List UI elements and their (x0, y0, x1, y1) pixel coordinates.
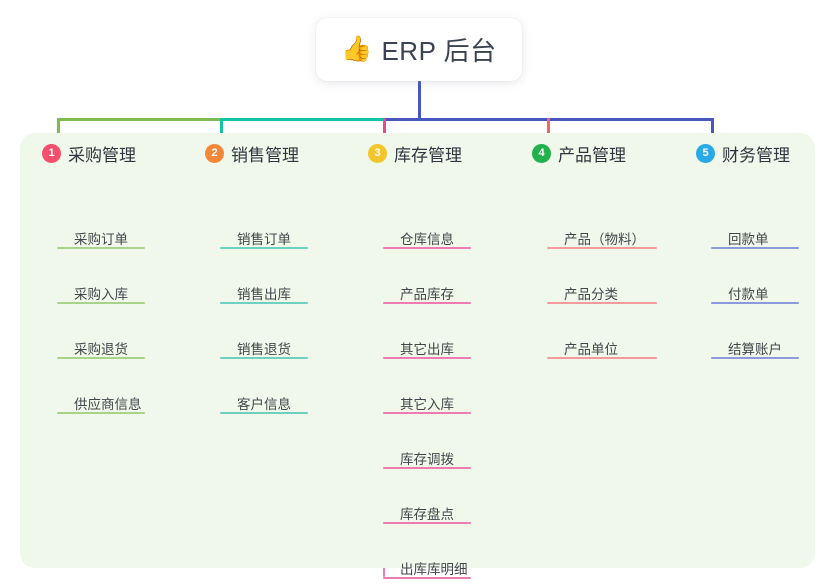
leaf-item-rule (383, 247, 471, 249)
column-index-badge: 4 (532, 143, 551, 163)
leaf-item-rule (220, 302, 308, 304)
bus-segment-left (57, 118, 223, 121)
leaf-item[interactable]: 产品分类 (564, 287, 618, 302)
leaf-item[interactable]: 客户信息 (237, 397, 291, 412)
branch-column-4: 4 产品管理 (522, 140, 626, 166)
column-index-badge: 1 (42, 143, 61, 163)
branch-column-2: 2 销售管理 (195, 140, 299, 166)
leaf-item-rule (383, 302, 471, 304)
leaf-item[interactable]: 付款单 (728, 287, 769, 302)
leaf-item[interactable]: 销售退货 (237, 342, 291, 357)
leaf-item[interactable]: 销售订单 (237, 232, 291, 247)
leaf-item-rule (383, 412, 471, 414)
leaf-item[interactable]: 出库库明细 (400, 562, 468, 577)
branch-panel (20, 133, 815, 568)
leaf-item[interactable]: 采购入库 (74, 287, 128, 302)
leaf-item[interactable]: 采购订单 (74, 232, 128, 247)
leaf-item-rule (57, 247, 145, 249)
leaf-item[interactable]: 销售出库 (237, 287, 291, 302)
thumbs-up-icon: 👍 (341, 35, 373, 63)
leaf-item-rule (547, 247, 657, 249)
column-title: 财务管理 (722, 145, 790, 165)
leaf-item-rule (57, 302, 145, 304)
column-header-3[interactable]: 3 库存管理 (358, 140, 462, 166)
leaf-item-rule (547, 302, 657, 304)
column-header-2[interactable]: 2 销售管理 (195, 140, 299, 166)
column-index-badge: 5 (696, 143, 715, 163)
leaf-item-rule (57, 357, 145, 359)
leaf-item[interactable]: 其它入库 (400, 397, 454, 412)
leaf-item[interactable]: 回款单 (728, 232, 769, 247)
root-drop-line (418, 81, 421, 121)
column-title: 销售管理 (231, 145, 299, 165)
leaf-item-rule (383, 577, 471, 579)
leaf-item[interactable]: 产品单位 (564, 342, 618, 357)
branch-column-5: 5 财务管理 (686, 140, 790, 166)
leaf-item[interactable]: 产品（物料） (564, 232, 645, 247)
leaf-item[interactable]: 仓库信息 (400, 232, 454, 247)
leaf-item[interactable]: 产品库存 (400, 287, 454, 302)
branch-column-3: 3 库存管理 (358, 140, 462, 166)
leaf-item-rule (220, 357, 308, 359)
leaf-item[interactable]: 采购退货 (74, 342, 128, 357)
leaf-item-rule (383, 467, 471, 469)
leaf-item-rule (383, 522, 471, 524)
column-title: 库存管理 (394, 145, 462, 165)
leaf-item-rule (220, 412, 308, 414)
column-header-1[interactable]: 1 采购管理 (32, 140, 136, 166)
root-node[interactable]: 👍 ERP 后台 (316, 18, 522, 81)
leaf-item[interactable]: 其它出库 (400, 342, 454, 357)
leaf-item[interactable]: 库存盘点 (400, 507, 454, 522)
leaf-item-rule (220, 247, 308, 249)
leaf-item-rule (547, 357, 657, 359)
bus-segment-middle (220, 118, 386, 121)
leaf-item[interactable]: 结算账户 (728, 342, 782, 357)
branch-column-1: 1 采购管理 (32, 140, 136, 166)
leaf-item-rule (383, 357, 471, 359)
column-header-4[interactable]: 4 产品管理 (522, 140, 626, 166)
column-title: 采购管理 (68, 145, 136, 165)
column-title: 产品管理 (558, 145, 626, 165)
column-header-5[interactable]: 5 财务管理 (686, 140, 790, 166)
column-index-badge: 2 (205, 143, 224, 163)
leaf-item-rule (711, 302, 799, 304)
column-index-badge: 3 (368, 143, 387, 163)
leaf-item-rule (57, 412, 145, 414)
leaf-item-rule (711, 357, 799, 359)
leaf-item[interactable]: 供应商信息 (74, 397, 142, 412)
leaf-item[interactable]: 库存调拨 (400, 452, 454, 467)
root-node-title: ERP 后台 (381, 36, 497, 66)
leaf-item-rule (711, 247, 799, 249)
